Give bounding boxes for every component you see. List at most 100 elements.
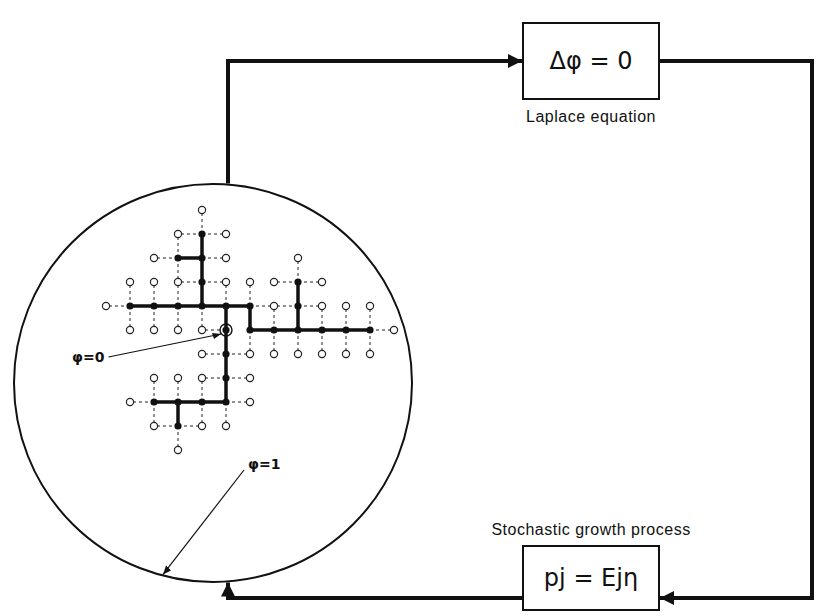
cluster-site — [246, 302, 253, 309]
arrow-head — [660, 591, 674, 605]
perimeter-bonds — [106, 210, 394, 450]
box-caption: Laplace equation — [524, 108, 658, 126]
equation-text: Δφ = 0 — [550, 47, 633, 75]
cluster-bond — [298, 328, 322, 332]
cluster-site — [270, 326, 277, 333]
cluster-bond — [224, 330, 228, 354]
perimeter-site — [342, 350, 349, 357]
perimeter-site — [150, 254, 157, 261]
cluster-site — [294, 326, 301, 333]
perimeter-site — [150, 422, 157, 429]
cluster-site — [246, 326, 253, 333]
cluster-site — [150, 398, 157, 405]
perimeter-site — [294, 254, 301, 261]
perimeter-site — [150, 278, 157, 285]
potential-label: φ=1 — [246, 456, 282, 472]
cluster-bond — [274, 328, 298, 332]
cluster-site — [126, 302, 133, 309]
perimeter-site — [198, 374, 205, 381]
perimeter-site — [222, 278, 229, 285]
perimeter-site — [102, 302, 109, 309]
cluster-site — [222, 302, 229, 309]
perimeter-site — [222, 422, 229, 429]
cluster-site — [222, 326, 229, 333]
perimeter-site — [174, 278, 181, 285]
cluster-bond — [224, 354, 228, 378]
cluster-bond — [154, 400, 178, 404]
cluster-site — [366, 326, 373, 333]
cluster-bond — [346, 328, 370, 332]
perimeter-site — [150, 374, 157, 381]
cluster-bond — [178, 256, 202, 260]
arrow-head — [508, 54, 522, 68]
cluster-site — [318, 326, 325, 333]
cluster-site — [174, 422, 181, 429]
flow-connector — [221, 582, 522, 598]
perimeter-site — [126, 326, 133, 333]
perimeter-site — [198, 422, 205, 429]
growth-circle: φ=0 φ=1 — [13, 183, 413, 583]
cluster-site — [222, 374, 229, 381]
cluster-bond — [250, 328, 274, 332]
lattice-sites — [102, 206, 397, 453]
perimeter-site — [222, 230, 229, 237]
perimeter-site — [270, 278, 277, 285]
perimeter-site — [246, 398, 253, 405]
cluster-bond — [296, 306, 300, 330]
perimeter-site — [126, 278, 133, 285]
perimeter-site — [126, 398, 133, 405]
perimeter-site — [246, 350, 253, 357]
perimeter-site — [366, 302, 373, 309]
perimeter-site — [270, 350, 277, 357]
perimeter-site — [294, 350, 301, 357]
perimeter-site — [198, 350, 205, 357]
connector-line — [228, 61, 522, 184]
cluster-bond — [322, 328, 346, 332]
cluster-bond — [178, 400, 202, 404]
potential-label: φ=0 — [70, 349, 106, 365]
perimeter-site — [318, 278, 325, 285]
cluster-bond — [202, 304, 226, 308]
cluster-bonds — [130, 234, 370, 426]
cluster-site — [342, 326, 349, 333]
equation-box: Δφ = 0 — [522, 22, 660, 100]
leader-line — [108, 334, 221, 357]
cluster-site — [294, 302, 301, 309]
cluster-site — [222, 350, 229, 357]
cluster-site — [198, 230, 205, 237]
leader-head — [163, 565, 171, 574]
cluster-site — [174, 398, 181, 405]
cluster-bond — [178, 304, 202, 308]
cluster-site — [294, 278, 301, 285]
perimeter-site — [198, 206, 205, 213]
cluster-bond — [130, 304, 154, 308]
cluster-site — [222, 398, 229, 405]
box-caption: Stochastic growth process — [489, 521, 692, 539]
cluster-site — [198, 398, 205, 405]
equation-box: pj = Ejη — [522, 545, 660, 611]
arrow-head — [221, 582, 235, 596]
perimeter-site — [174, 446, 181, 453]
perimeter-site — [174, 374, 181, 381]
cluster-bond — [296, 282, 300, 306]
cluster-bond — [248, 306, 252, 330]
perimeter-site — [270, 302, 277, 309]
cluster-site — [150, 302, 157, 309]
perimeter-site — [222, 254, 229, 261]
cluster-site — [174, 302, 181, 309]
cluster-site — [198, 278, 205, 285]
circle-outline — [14, 184, 412, 582]
cluster-bond — [224, 378, 228, 402]
leader-head — [212, 333, 221, 339]
cluster-bond — [200, 282, 204, 306]
cluster-bond — [176, 402, 180, 426]
connector-line — [228, 582, 522, 598]
cluster-bond — [200, 234, 204, 258]
perimeter-site — [390, 326, 397, 333]
seed-ring — [220, 324, 232, 336]
perimeter-site — [246, 278, 253, 285]
cluster-site — [198, 302, 205, 309]
connector-line — [660, 61, 812, 598]
perimeter-site — [198, 326, 205, 333]
